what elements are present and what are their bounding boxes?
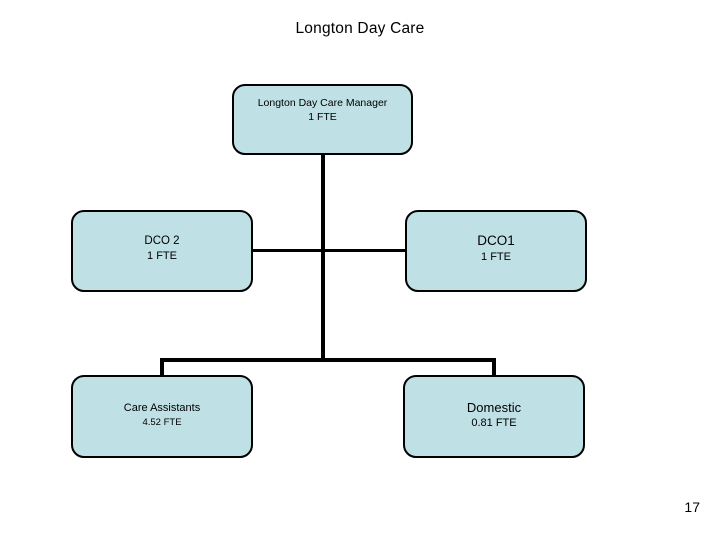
connector-drop-care-assistants (160, 358, 164, 377)
org-node-care-assistants-title: Care Assistants (123, 402, 201, 414)
org-node-dco1-fte: 1 FTE (481, 251, 511, 263)
org-node-domestic-title: Domestic (466, 400, 522, 415)
org-node-dco2[interactable]: DCO 2 1 FTE (71, 210, 253, 292)
org-node-dco2-fte: 1 FTE (147, 250, 177, 262)
org-node-dco1[interactable]: DCO1 1 FTE (405, 210, 587, 292)
org-node-dco1-title: DCO1 (477, 233, 515, 248)
org-node-manager-text: Longton Day Care Manager 1 FTE (234, 96, 411, 124)
org-node-manager[interactable]: Longton Day Care Manager 1 FTE (232, 84, 413, 155)
org-node-care-assistants-text: Care Assistants 4.52 FTE (73, 401, 251, 430)
org-node-manager-title: Longton Day Care Manager (257, 97, 388, 109)
connector-dco-row-horizontal (252, 249, 406, 252)
org-node-domestic-text: Domestic 0.81 FTE (405, 399, 583, 431)
org-node-dco2-title: DCO 2 (144, 235, 180, 247)
org-node-domestic[interactable]: Domestic 0.81 FTE (403, 375, 585, 458)
org-node-manager-fte: 1 FTE (308, 111, 337, 123)
connector-drop-domestic (492, 358, 496, 377)
org-node-dco2-text: DCO 2 1 FTE (73, 234, 265, 264)
org-node-domestic-fte: 0.81 FTE (471, 417, 517, 429)
connector-vertical-trunk (321, 154, 325, 362)
org-node-care-assistants-fte: 4.52 FTE (142, 417, 182, 428)
connector-bottom-horizontal-bar (160, 358, 496, 362)
org-node-dco1-text: DCO1 1 FTE (407, 232, 585, 265)
page-number: 17 (684, 499, 700, 515)
page-title: Longton Day Care (295, 20, 425, 37)
org-node-care-assistants[interactable]: Care Assistants 4.52 FTE (71, 375, 253, 458)
